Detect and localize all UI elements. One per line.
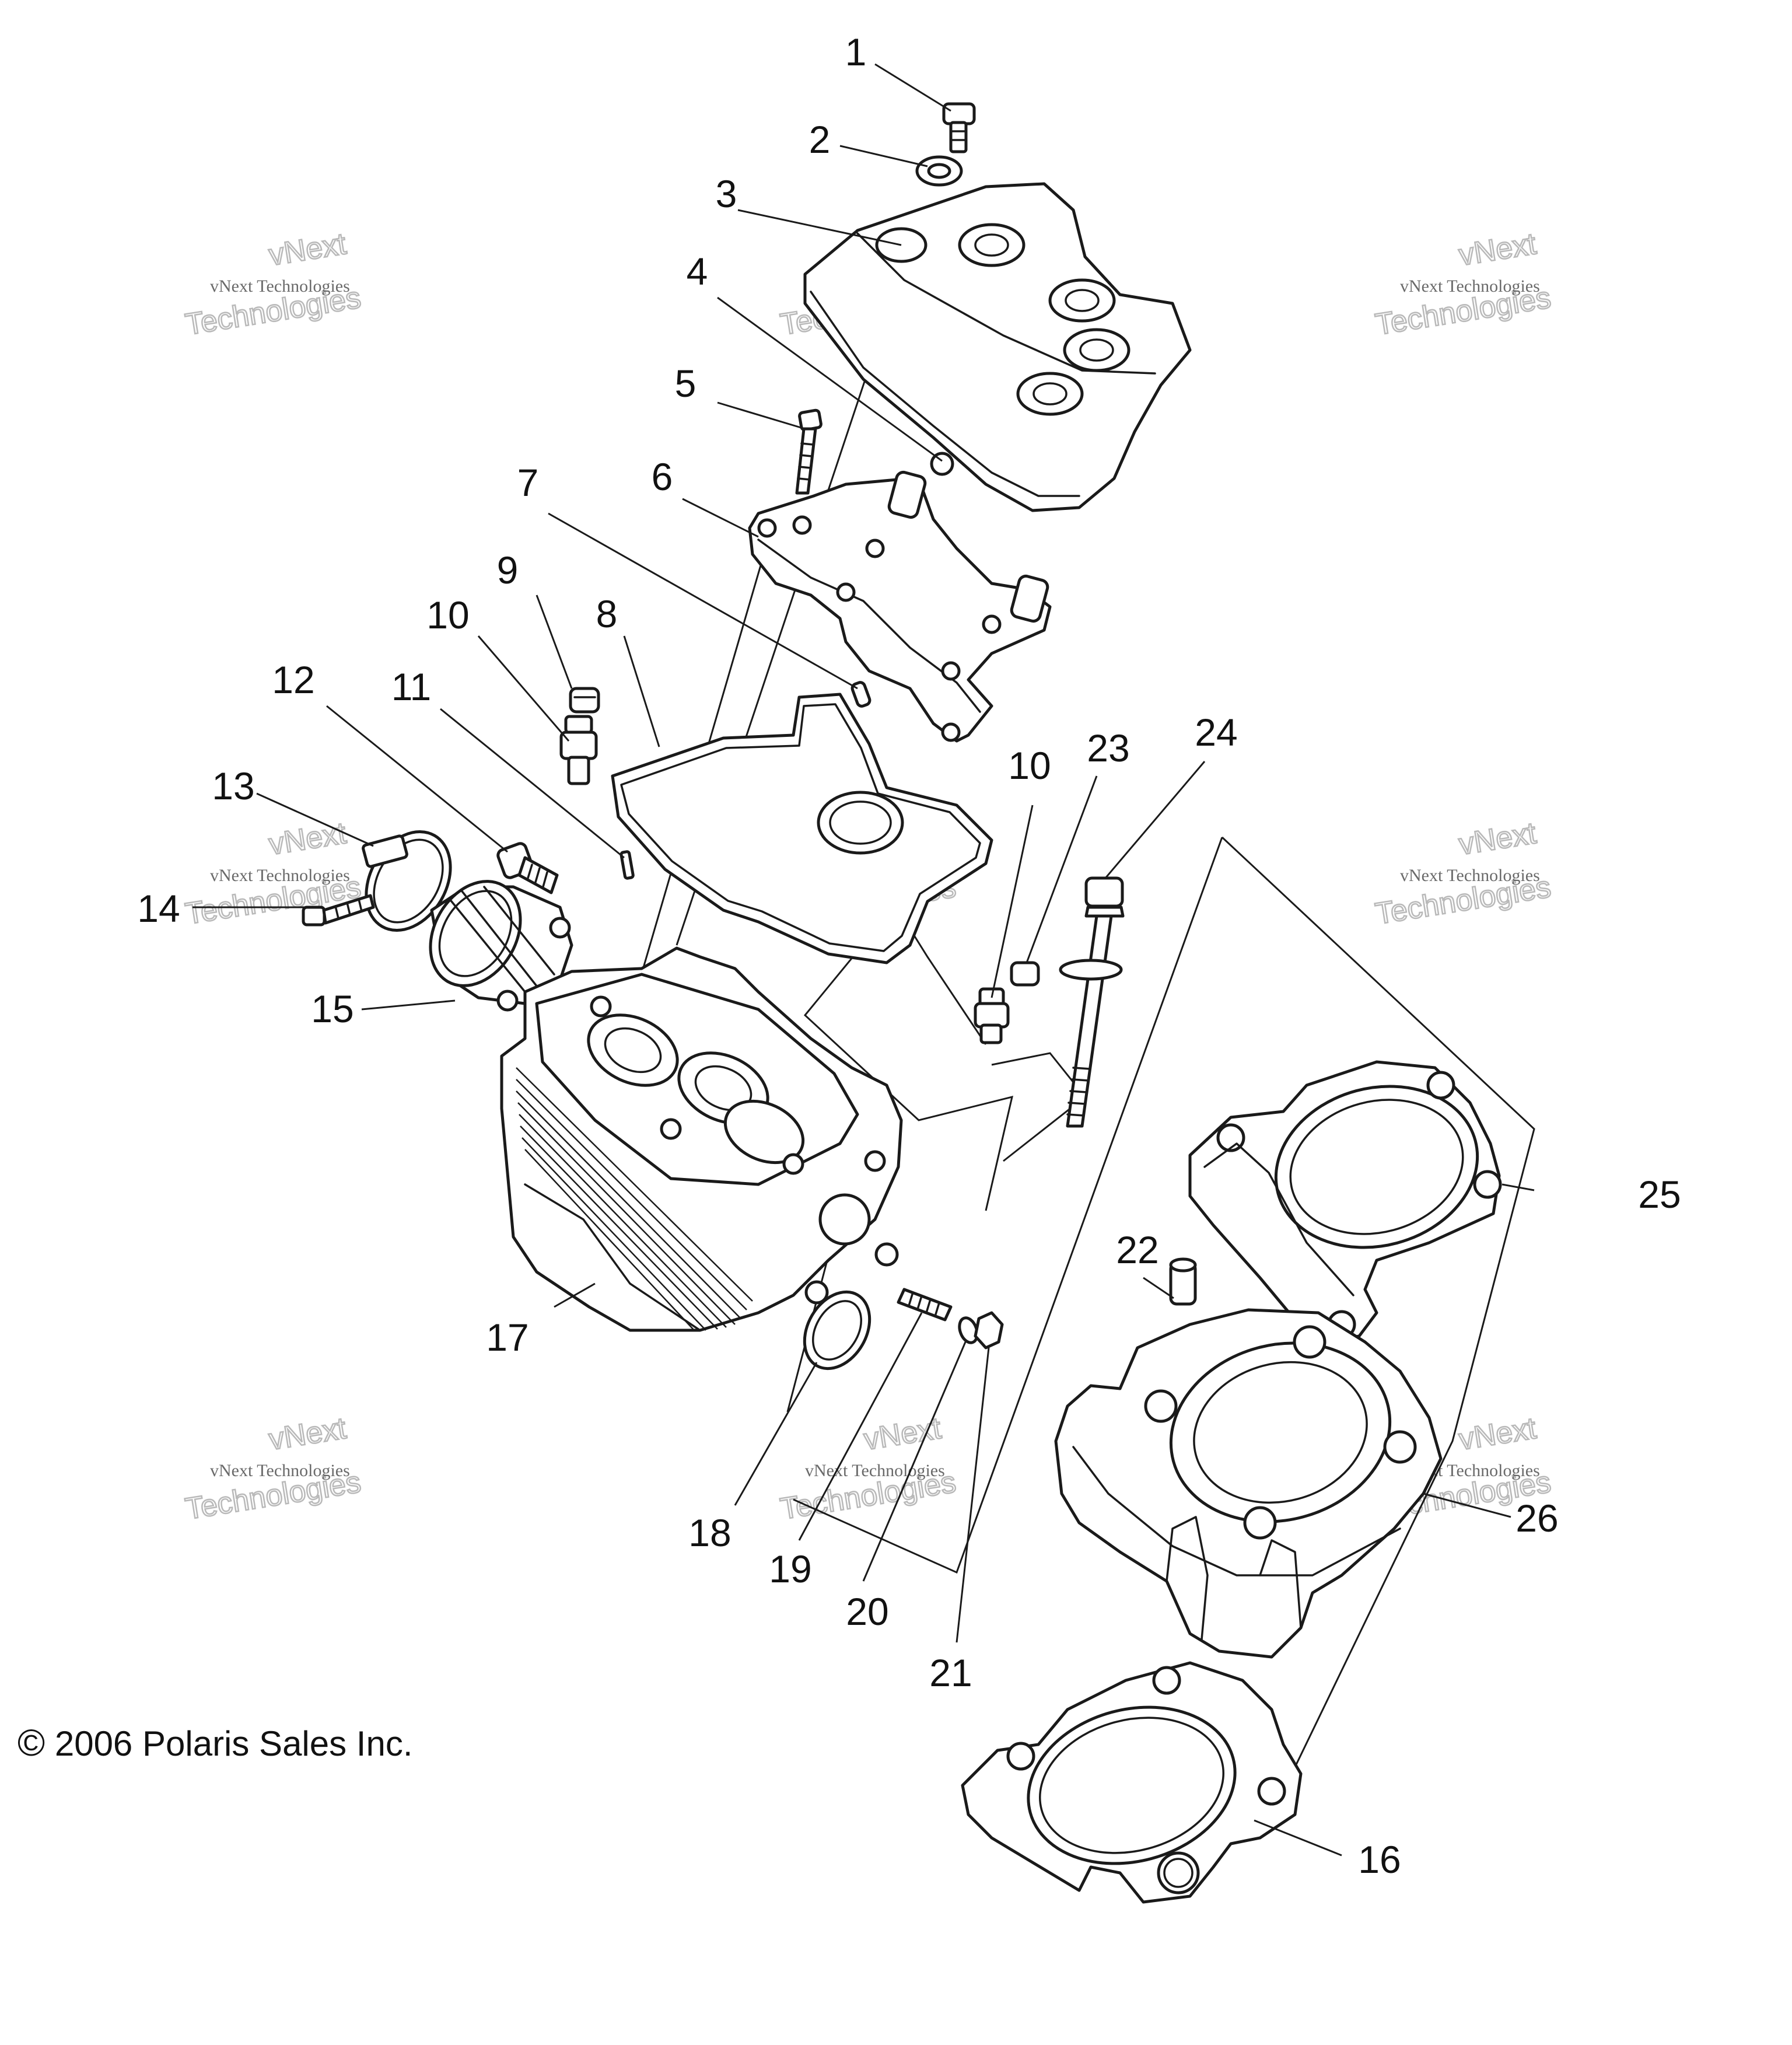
callout-1: 1 — [845, 30, 867, 74]
callout-17: 17 — [486, 1316, 528, 1359]
watermark-mid-right: vNext Technologies vNext Technologies — [1372, 816, 1553, 932]
callout-10b: 10 — [1008, 744, 1051, 787]
part-17-cylinder-head — [500, 946, 903, 1332]
callout-5: 5 — [675, 362, 696, 405]
part-5-bolt — [795, 408, 822, 495]
part-19-stud — [897, 1288, 953, 1322]
watermark-text: vNext Technologies — [805, 1461, 945, 1480]
watermark-top-right: vNext Technologies vNext Technologies — [1372, 226, 1553, 343]
watermark-low-left: vNext Technologies vNext Technologies — [182, 1411, 363, 1527]
watermark-text: vNext Technologies — [1400, 277, 1540, 296]
part-13-clamp — [362, 830, 452, 932]
watermark-text: vNext Technologies — [1400, 866, 1540, 885]
callout-25: 25 — [1638, 1173, 1681, 1216]
callout-numbers: 1 2 3 4 5 6 7 9 8 10 11 12 13 14 15 10 2… — [137, 30, 1681, 1881]
callout-14: 14 — [137, 887, 180, 930]
callout-18: 18 — [688, 1511, 731, 1554]
part-23-cap — [1010, 961, 1040, 987]
watermark-vnext: vNext — [267, 1411, 349, 1457]
watermark-vnext: vNext — [1457, 1411, 1539, 1457]
callout-19: 19 — [769, 1547, 811, 1590]
watermark-text: vNext Technologies — [210, 866, 350, 885]
callout-20: 20 — [846, 1590, 888, 1633]
copyright-icon: © — [18, 1722, 46, 1764]
part-7-dowel — [850, 681, 872, 708]
callout-16: 16 — [1358, 1838, 1401, 1881]
callout-13: 13 — [212, 764, 254, 807]
callout-11: 11 — [391, 665, 432, 708]
callout-21: 21 — [929, 1651, 972, 1694]
part-18-oring — [803, 1290, 872, 1371]
callout-7: 7 — [517, 461, 539, 504]
part-11-pin — [620, 850, 635, 880]
part-4-dowel — [930, 452, 954, 476]
part-8-gasket — [611, 693, 993, 964]
callout-23: 23 — [1087, 726, 1129, 770]
callout-15: 15 — [311, 987, 354, 1030]
callout-6: 6 — [652, 455, 673, 498]
callout-leaders — [192, 63, 1535, 1857]
callout-12: 12 — [272, 658, 314, 701]
part-16-base-gasket — [961, 1661, 1303, 1904]
callout-8: 8 — [596, 592, 618, 635]
watermark-text: vNext Technologies — [210, 277, 350, 296]
part-1-bolt — [942, 102, 976, 153]
watermark-top-left: vNext Technologies vNext Technologies — [182, 226, 363, 343]
callout-24: 24 — [1195, 711, 1237, 754]
part-24-head-bolt — [1059, 876, 1125, 1128]
part-14-screw — [302, 894, 375, 927]
part-3-valve-cover — [803, 182, 1192, 512]
part-26-cylinder — [1054, 1308, 1443, 1659]
part-25-head-gasket — [1188, 1060, 1502, 1344]
watermark-vnext: vNext — [862, 1411, 944, 1457]
callout-9: 9 — [497, 548, 519, 592]
watermark-vnext: vNext — [267, 816, 349, 862]
watermark-vnext: vNext — [267, 227, 349, 272]
callout-10a: 10 — [426, 593, 469, 637]
part-6-cam-carrier — [748, 470, 1052, 743]
part-21-nut — [974, 1311, 1004, 1350]
part-15-intake-boot — [429, 880, 573, 1012]
callout-22: 22 — [1116, 1228, 1158, 1271]
watermark-low-center: vNext Technologies vNext Technologies — [777, 1411, 958, 1527]
part-10-valve-left — [559, 715, 598, 785]
part-2-washer — [915, 155, 963, 187]
watermark-text: vNext Technologies — [210, 1461, 350, 1480]
callout-4: 4 — [687, 250, 708, 293]
callout-3: 3 — [716, 172, 737, 215]
copyright-notice: © 2006 Polaris Sales Inc. — [18, 1721, 413, 1764]
callout-26: 26 — [1516, 1497, 1558, 1540]
callout-2: 2 — [809, 118, 831, 161]
copyright-text: 2006 Polaris Sales Inc. — [54, 1724, 413, 1763]
part-22-dowel — [1169, 1257, 1197, 1306]
watermark-vnext: vNext — [1457, 816, 1539, 862]
part-9-cap — [569, 687, 600, 714]
watermark-vnext: vNext — [1457, 227, 1539, 272]
